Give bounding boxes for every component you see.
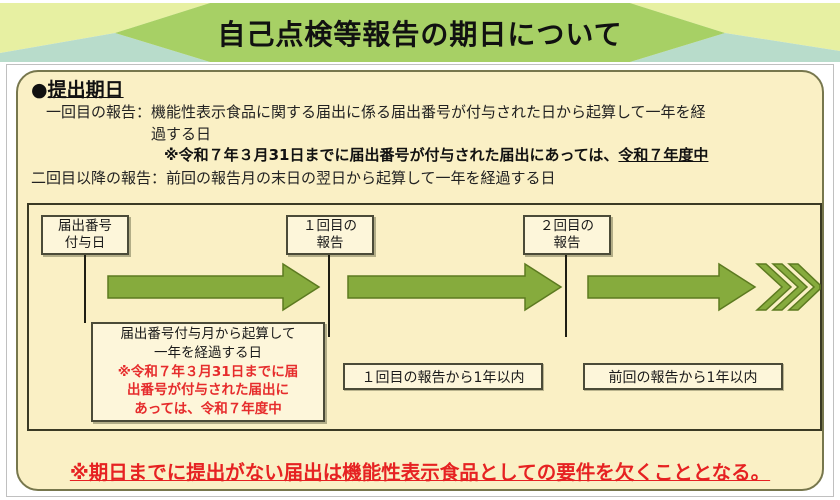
milestone-tick-1 [84,255,86,323]
page-title: 自己点検等報告の期日について [217,17,623,51]
interval-after-previous-report: 前回の報告から1年以内 [583,363,783,390]
first-report-note: ※令和７年３月31日までに届出番号が付与された届出にあっては、令和７年度中 [164,144,708,165]
milestone-number-assigned: 届出番号付与日 [41,215,129,255]
timeline-diagram: 届出番号付与日 １回目の報告 ２回目の報告 [27,203,822,431]
arrow-period-2-icon [347,262,563,312]
subsequent-report-rule: 二回目以降の報告：前回の報告月の末日の翌日から起算して一年を経過する日 [31,169,556,187]
bullet-icon: ● [31,79,48,101]
milestone-label: １回目の報告 [303,218,357,251]
title-banner: 自己点検等報告の期日について [0,3,840,62]
milestone-first-report: １回目の報告 [286,215,374,255]
explanation-black-line2: 一年を経過する日 [154,344,262,361]
section-heading: ●提出期日 [31,75,124,102]
explanation-red-line2: 出番号が付与された届出に [127,382,289,399]
milestone-label: 届出番号付与日 [58,218,112,251]
interval-after-first-report: １回目の報告から1年以内 [343,363,543,390]
first-report-rule-line2: 過する日 [151,125,212,143]
first-report-rule-line1: 一回目の報告：機能性表示食品に関する届出に係る届出番号が付与された日から起算して… [46,103,706,121]
first-report-note-prefix: ※令和７年３月31日までに届出番号が付与された届出にあっては、 [164,146,619,164]
arrow-period-1-icon [107,262,321,312]
milestone-tick-2 [328,255,330,337]
first-deadline-explanation-box: 届出番号付与月から起算して 一年を経過する日 ※令和７年３月31日までに届 出番… [91,322,325,422]
milestone-second-report: ２回目の報告 [523,215,611,255]
first-report-note-underlined: 令和７年度中 [618,146,709,164]
banner-green-ribbon [115,3,725,62]
section-heading-text: 提出期日 [47,79,124,101]
deadline-warning-text: ※期日までに提出がない届出は機能性表示食品としての要件を欠くこととなる。 [69,461,771,484]
explanation-red-line1: ※令和７年３月31日までに届 [117,363,299,380]
explanation-black-line1: 届出番号付与月から起算して [120,325,296,342]
submission-deadline-panel: ●提出期日 一回目の報告：機能性表示食品に関する届出に係る届出番号が付与された日… [16,70,824,491]
arrow-period-ongoing-icon [587,262,821,312]
milestone-label: ２回目の報告 [540,218,594,251]
content-frame: ●提出期日 一回目の報告：機能性表示食品に関する届出に係る届出番号が付与された日… [6,64,834,497]
explanation-red-line3: あっては、令和７年度中 [134,401,282,418]
milestone-tick-3 [565,255,567,337]
